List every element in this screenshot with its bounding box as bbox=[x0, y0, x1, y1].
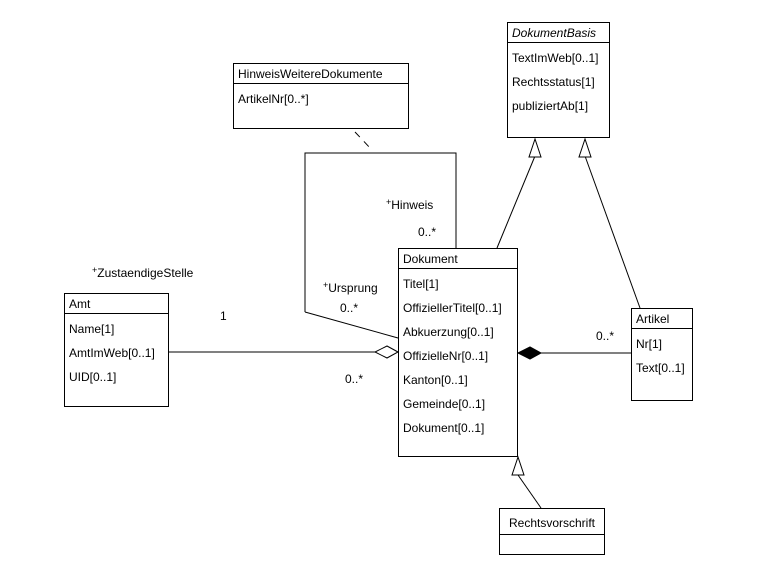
generalization-arrowhead bbox=[578, 137, 592, 158]
class-name: DokumentBasis bbox=[508, 23, 609, 43]
multiplicity-amt: 1 bbox=[220, 309, 227, 323]
attribute: Abkuerzung[0..1] bbox=[403, 325, 494, 339]
generalization-arrowhead bbox=[511, 455, 525, 476]
class-rechtsvorschrift[interactable]: Rechtsvorschrift bbox=[499, 508, 605, 555]
composition-diamond bbox=[516, 346, 543, 360]
attribute: OffizielleNr[0..1] bbox=[403, 349, 489, 363]
attribute-list: Titel[1] OffiziellerTitel[0..1] Abkuerzu… bbox=[399, 269, 517, 445]
attribute: Name[1] bbox=[69, 322, 115, 336]
association-class-dashed-link bbox=[354, 131, 373, 151]
generalization-arrowhead bbox=[528, 137, 542, 158]
attribute: Kanton[0..1] bbox=[403, 373, 468, 387]
attribute: Nr[1] bbox=[636, 337, 663, 351]
attribute: OffiziellerTitel[0..1] bbox=[403, 301, 502, 315]
aggregation-diamond bbox=[373, 345, 400, 359]
class-artikel[interactable]: Artikel Nr[1] Text[0..1] bbox=[631, 308, 693, 401]
attribute: Gemeinde[0..1] bbox=[403, 397, 486, 411]
class-name: Amt bbox=[65, 294, 168, 314]
class-name: Rechtsvorschrift bbox=[500, 509, 604, 535]
attribute-list: TextImWeb[0..1] Rechtsstatus[1] publizie… bbox=[508, 43, 609, 123]
role-zustaendigestelle: +ZustaendigeStelle bbox=[92, 265, 194, 280]
role-ursprung: +Ursprung bbox=[323, 280, 378, 295]
rechtsvorschrift-generalization-line bbox=[517, 474, 542, 509]
attribute: Text[0..1] bbox=[636, 361, 685, 375]
attribute: Titel[1] bbox=[403, 277, 439, 291]
attribute: Dokument[0..1] bbox=[403, 421, 485, 435]
attribute: Rechtsstatus[1] bbox=[512, 75, 595, 89]
role-hinweis: +Hinweis bbox=[386, 197, 434, 212]
class-name: Dokument bbox=[399, 249, 517, 269]
multiplicity-artikel: 0..* bbox=[596, 329, 615, 343]
attribute-list: ArtikelNr[0..*] bbox=[234, 84, 408, 116]
attribute-list: Nr[1] Text[0..1] bbox=[632, 329, 692, 385]
hinweis-association-line bbox=[304, 152, 457, 312]
class-name: Artikel bbox=[632, 309, 692, 329]
dokument-generalization-line bbox=[496, 155, 536, 249]
attribute: publiziertAb[1] bbox=[512, 99, 589, 113]
multiplicity-hinweis: 0..* bbox=[418, 225, 437, 239]
multiplicity-ursprung: 0..* bbox=[340, 301, 359, 315]
attribute-list: Name[1] AmtImWeb[0..1] UID[0..1] bbox=[65, 314, 168, 394]
class-dokument[interactable]: Dokument Titel[1] OffiziellerTitel[0..1]… bbox=[398, 248, 518, 457]
class-amt[interactable]: Amt Name[1] AmtImWeb[0..1] UID[0..1] bbox=[64, 293, 169, 407]
class-dokumentbasis[interactable]: DokumentBasis TextImWeb[0..1] Rechtsstat… bbox=[507, 22, 610, 138]
attribute: TextImWeb[0..1] bbox=[512, 51, 599, 65]
class-name: HinweisWeitereDokumente bbox=[234, 64, 408, 84]
attribute: ArtikelNr[0..*] bbox=[238, 92, 309, 106]
hinweis-ursprung-segment bbox=[304, 311, 399, 339]
multiplicity-amt-dokument: 0..* bbox=[345, 372, 364, 386]
attribute: UID[0..1] bbox=[69, 370, 117, 384]
class-hinweisweiteredokumente[interactable]: HinweisWeitereDokumente ArtikelNr[0..*] bbox=[233, 63, 409, 129]
artikel-generalization-line bbox=[584, 155, 641, 309]
attribute: AmtImWeb[0..1] bbox=[69, 346, 155, 360]
